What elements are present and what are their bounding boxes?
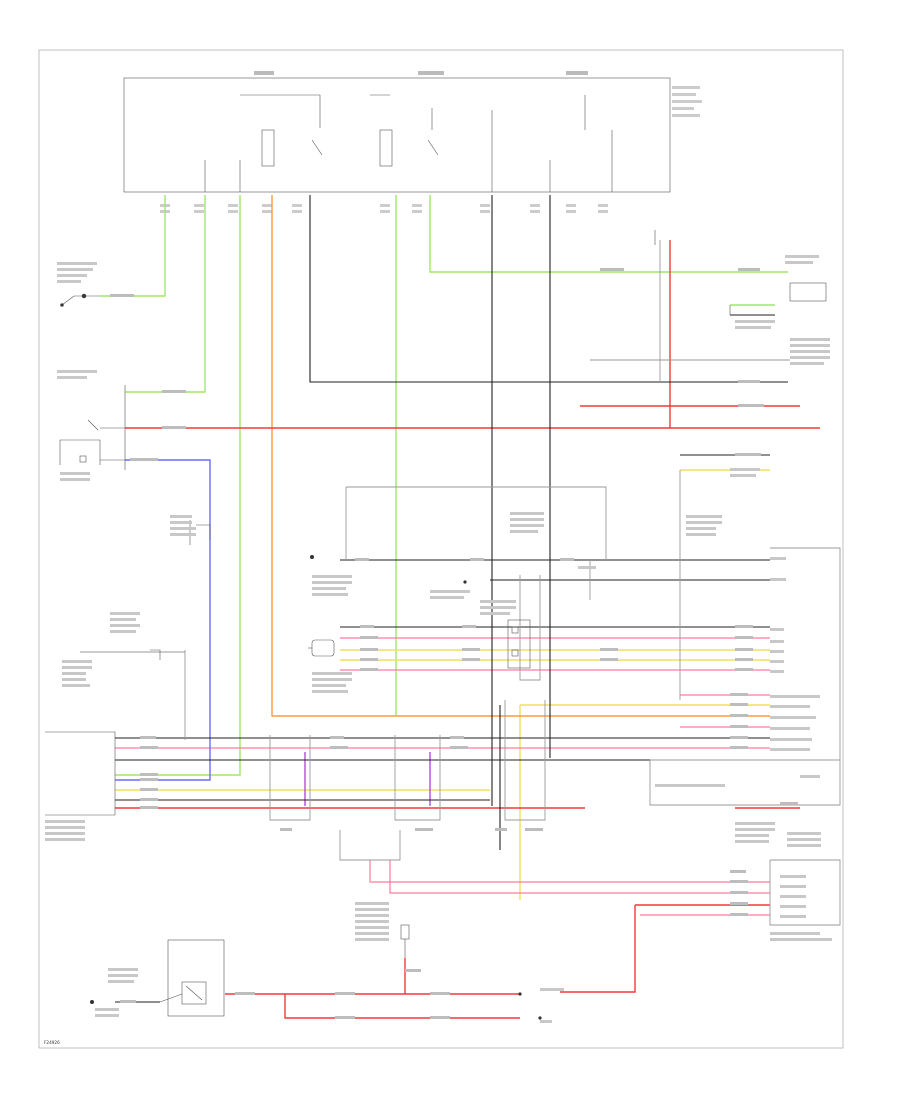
wires-purple [304,752,431,806]
label-block [566,71,588,75]
label-block [672,114,700,117]
control-switch-left [59,385,126,470]
relay-internals [204,94,613,192]
relay-box-labels [254,71,702,117]
wires-pink [115,637,770,916]
motor-symbol [308,639,335,657]
bottom-fuse [400,924,410,958]
wire-blue [115,459,211,781]
label-block [672,100,702,103]
bottom-left-module [45,731,116,816]
sensor-switch-top-left [60,293,100,307]
label-blocks [45,255,832,1023]
bottom-switch-box [159,939,225,1017]
wires-gray [80,240,841,926]
label-block [672,107,694,110]
center-connector [507,619,531,669]
footer-code: F24926 [44,1040,60,1045]
wires-yellow [115,469,770,900]
label-block [672,93,696,96]
wire-tags [110,268,798,1019]
label-block [254,71,274,75]
small-hooks [150,230,656,660]
label-block [672,86,700,89]
pin-labels-top [160,204,608,213]
wires-green [100,195,788,776]
right-connector [729,282,827,315]
label-block [418,71,444,75]
relay-box [123,77,671,193]
ground-markers [90,555,542,1020]
wires-red [115,240,820,1019]
wire-orange [271,195,770,717]
diagram-frame [38,49,844,1049]
